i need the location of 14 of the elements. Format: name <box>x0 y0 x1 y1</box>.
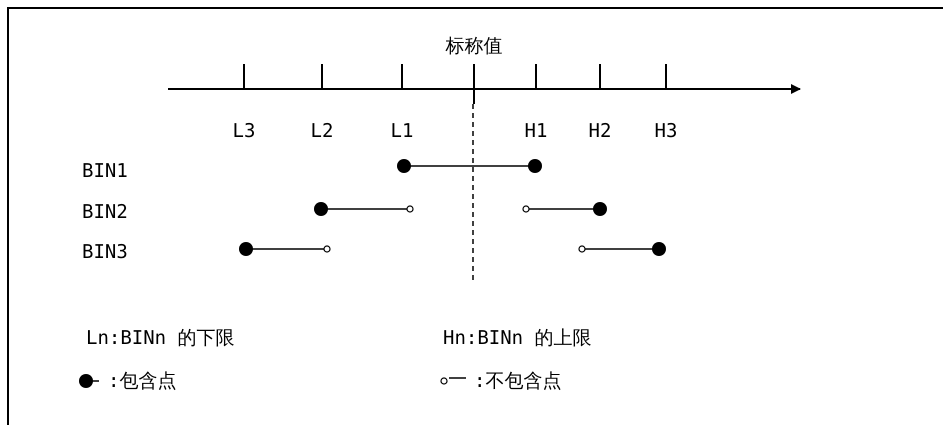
tick-label: L3 <box>232 120 256 142</box>
axis-title: 标称值 <box>446 35 502 57</box>
legend-text: :包含点 <box>108 370 176 392</box>
tick-label: H1 <box>524 120 548 142</box>
note-text: Hn:BINn 的上限 <box>443 327 592 349</box>
row-label: BIN2 <box>82 201 128 223</box>
legend-text: :不包含点 <box>474 370 562 392</box>
tick-label: H3 <box>654 120 678 142</box>
tick-label: L2 <box>310 120 334 142</box>
tick-label: H2 <box>588 120 612 142</box>
note-text: Ln:BINn 的下限 <box>86 327 235 349</box>
row-label: BIN1 <box>82 160 128 182</box>
row-label: BIN3 <box>82 241 128 263</box>
tick-label: L1 <box>390 120 414 142</box>
